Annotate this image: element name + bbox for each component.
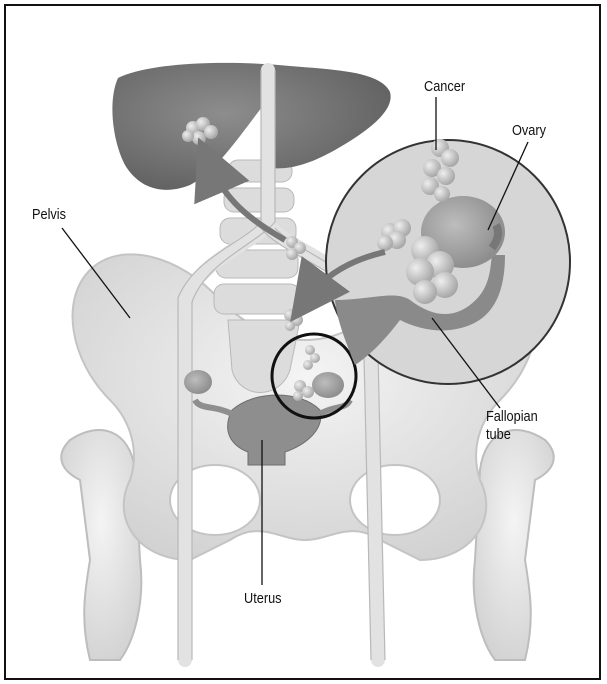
label-uterus: Uterus (244, 590, 282, 607)
label-cancer: Cancer (424, 78, 465, 95)
label-fallopian-line2: tube (486, 426, 511, 443)
label-pelvis: Pelvis (32, 206, 66, 223)
right-femur (474, 430, 554, 660)
label-fallopian-line1: Fallopian (486, 408, 538, 425)
label-ovary: Ovary (512, 122, 546, 139)
left-femur (61, 430, 141, 660)
